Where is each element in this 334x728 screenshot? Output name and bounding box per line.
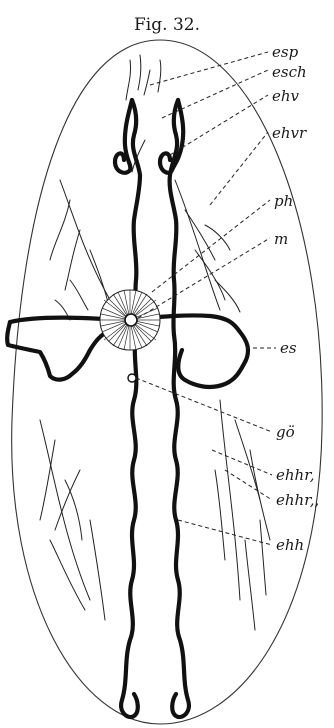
lower-left-branches (40, 420, 105, 620)
label-ehv: ehv (272, 87, 300, 105)
label-ehhr1: ehhr, (276, 466, 315, 484)
top-branches (126, 55, 161, 172)
upper-right-branches (175, 180, 240, 312)
label-go: gö (276, 423, 295, 441)
excretory-canals (7, 100, 248, 717)
label-ehh: ehh (276, 536, 304, 554)
label-esp: esp (272, 43, 299, 61)
label-m: m (274, 230, 288, 248)
mouth-opening (125, 314, 137, 326)
genital-opening (128, 374, 136, 382)
label-ehhr2: ehhr,, (276, 491, 319, 509)
label-es: es (280, 339, 297, 357)
upper-left-branches (50, 180, 110, 320)
leader-lines (136, 52, 276, 545)
label-ehvr: ehvr (272, 124, 307, 142)
body-outline (12, 40, 323, 724)
lower-right-branches (215, 400, 270, 630)
figure-title: Fig. 32. (134, 15, 200, 35)
label-ph: ph (274, 192, 293, 210)
pharynx (100, 290, 160, 350)
label-esch: esch (272, 63, 307, 81)
